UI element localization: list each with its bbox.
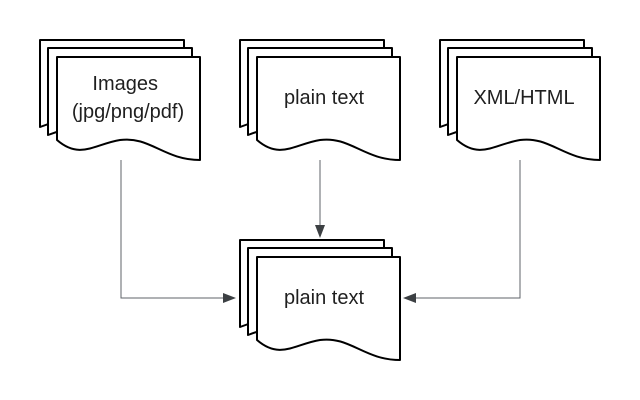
node-xml-html-label: XML/HTML [473, 87, 574, 109]
node-plain-text-output-label: plain text [284, 287, 364, 309]
node-images-label-line-2: (jpg/png/pdf) [72, 101, 184, 123]
node-images[interactable]: Images (jpg/png/pdf) [39, 39, 201, 161]
edge-xml-html-to-plain-text [414, 160, 521, 299]
arrowhead-right-icon [403, 293, 416, 303]
multi-document-icon [439, 39, 601, 161]
connectors [120, 160, 521, 303]
multi-document-icon [239, 239, 401, 361]
multi-document-icon [39, 39, 201, 161]
node-plain-text-source-label: plain text [284, 87, 364, 109]
edge-images-to-plain-text [120, 160, 225, 299]
node-xml-html[interactable]: XML/HTML [439, 39, 601, 161]
node-xml-html-label-line-1: XML/HTML [473, 87, 574, 109]
multi-document-icon [239, 39, 401, 161]
node-images-label: Images (jpg/png/pdf) [72, 73, 184, 123]
node-plain-text-output[interactable]: plain text [239, 239, 401, 361]
node-plain-text-source-label-line-1: plain text [284, 87, 364, 109]
node-plain-text-source[interactable]: plain text [239, 39, 401, 161]
node-plain-text-output-label-line-1: plain text [284, 287, 364, 309]
node-images-label-line-1: Images [92, 73, 158, 95]
arrowhead-down-icon [315, 225, 325, 238]
arrowhead-left-icon [223, 293, 236, 303]
